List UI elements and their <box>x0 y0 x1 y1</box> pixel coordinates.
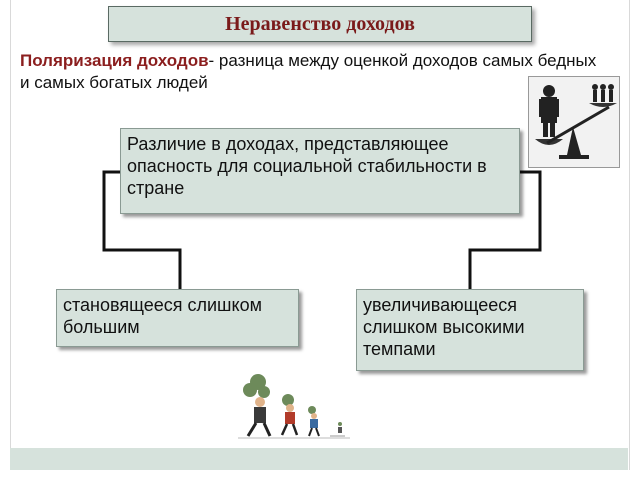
connector-right <box>468 170 542 289</box>
slide-title: Неравенство доходов <box>225 12 415 35</box>
intro-term: Поляризация доходов <box>20 51 209 70</box>
diagram-right-node: увеличивающееся слишком высокими темпами <box>356 289 584 371</box>
title-box: Неравенство доходов <box>108 6 532 42</box>
footer-bar <box>10 448 628 470</box>
diagram-left-node: становящееся слишком большим <box>56 289 299 347</box>
slide-frame <box>10 0 630 470</box>
diagram-main-node: Различие в доходах, представляющее опасн… <box>120 128 520 214</box>
scales-icon <box>529 77 619 167</box>
intro-paragraph: Поляризация доходов- разница между оценк… <box>20 50 610 94</box>
connector-left <box>102 170 182 289</box>
money-bags-icon <box>238 374 350 439</box>
intro-definition: - разница между оценкой доходов самых бе… <box>20 51 597 92</box>
people-carrying-money-bags-illustration <box>230 372 360 442</box>
scales-rich-poor-illustration <box>528 76 620 168</box>
